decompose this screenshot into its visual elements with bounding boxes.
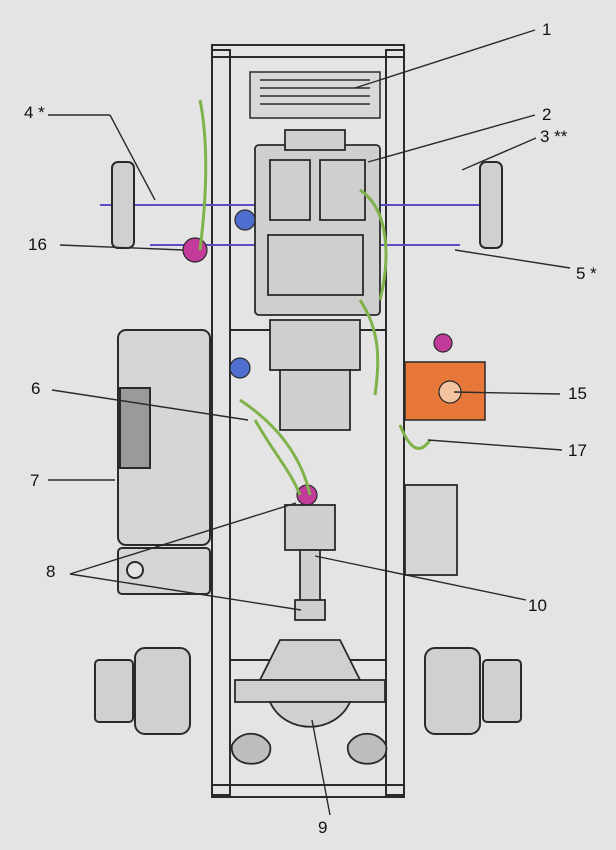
callout-4: 4 *	[24, 103, 45, 122]
callout-3: 3 **	[540, 127, 568, 146]
callout-10: 10	[528, 596, 547, 615]
air-dryer-unit	[404, 361, 486, 421]
valve-top-right	[433, 333, 453, 353]
engine	[254, 129, 381, 316]
callout-17: 17	[568, 441, 587, 460]
leader-lines	[48, 29, 571, 816]
callout-5: 5 *	[576, 264, 597, 283]
propeller-shaft	[284, 504, 336, 621]
callout-15: 15	[568, 384, 587, 403]
callout-16: 16	[28, 235, 47, 254]
rear-axle-housing	[234, 639, 386, 728]
air-hoses	[198, 99, 432, 496]
rear-right-wheel	[424, 647, 522, 735]
gearbox	[269, 319, 361, 431]
rear-left-wheel	[94, 647, 191, 735]
valve-16	[182, 237, 208, 263]
fuel-tank	[117, 329, 211, 595]
callout-8: 8	[46, 562, 55, 581]
reservoir-blue-1	[234, 209, 256, 231]
radiator	[249, 71, 381, 119]
callout-1: 1	[542, 20, 551, 39]
callout-9: 9	[318, 818, 327, 837]
front-right-wheel	[479, 161, 503, 249]
front-left-wheel	[111, 161, 135, 249]
rear-air-springs	[231, 732, 387, 765]
callout-7: 7	[30, 471, 39, 490]
battery-box	[404, 484, 458, 576]
callout-2: 2	[542, 105, 551, 124]
callout-6: 6	[31, 379, 40, 398]
reservoir-blue-2	[229, 357, 251, 379]
